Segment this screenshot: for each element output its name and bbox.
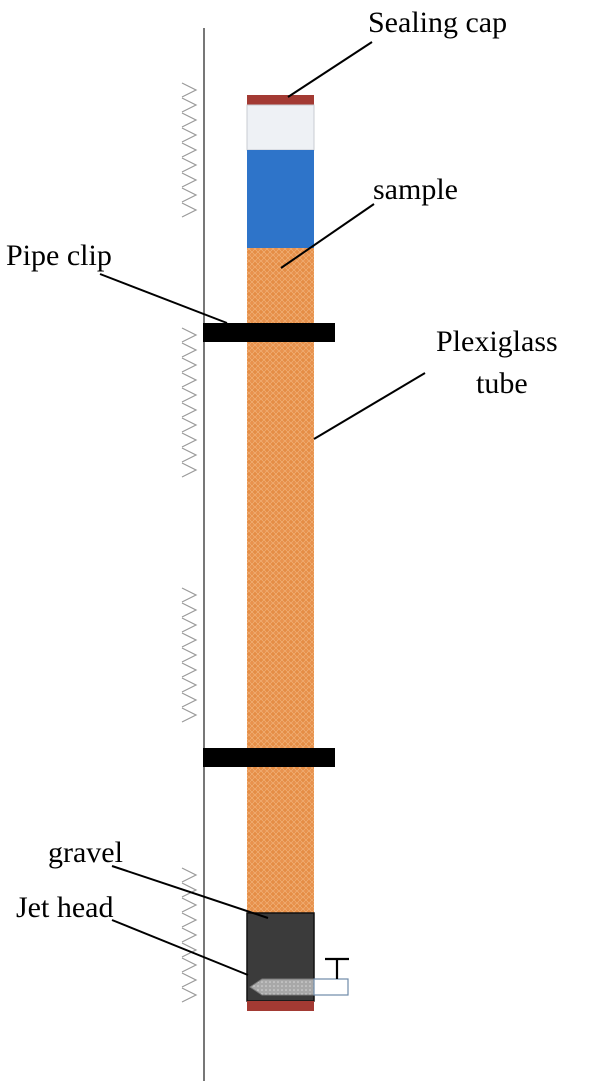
sealing-cap-label: Sealing cap [368,6,507,39]
leader-lines [99,41,426,976]
hatch-mark [181,942,198,958]
valve-icon [325,957,349,979]
hatch-mark [181,342,198,358]
hatch-mark [181,882,198,898]
hatch-mark [181,707,198,723]
hatch-mark [181,82,198,98]
hatch-mark [181,387,198,403]
sample-label: sample [373,173,458,206]
jet-pipe [313,978,349,996]
hatch-mark [181,617,198,633]
hatch-mark [181,447,198,463]
hatch-mark [181,587,198,603]
hatch-mark [181,327,198,343]
plexiglass-label-line2: tube [476,367,528,400]
hatch-mark [181,372,198,388]
hatch-mark [181,602,198,618]
hatch-mark [181,112,198,128]
hatch-mark [181,402,198,418]
water-layer [247,150,314,248]
sealing-cap-top [247,95,314,105]
hatch-mark [181,927,198,943]
sample-leader [280,203,375,269]
sealing-cap-leader [287,41,373,98]
hatch-mark [181,957,198,973]
hatch-mark [181,692,198,708]
plexiglass-label-line1: Plexiglass [436,325,558,358]
hatch-mark [181,202,198,218]
hatch-mark [181,632,198,648]
wall [181,28,205,1081]
sample-layer [247,248,314,913]
plexiglass-tube [246,95,315,1011]
hatch-mark [181,157,198,173]
pipe-clip-leader [99,273,228,324]
hatch-mark [181,462,198,478]
hatch-mark [181,417,198,433]
jet-head-leader [111,919,249,976]
hatch-mark [181,97,198,113]
hatch-mark [181,897,198,913]
hatch-mark [181,432,198,448]
gravel-leader [111,865,269,919]
hatch-mark [181,662,198,678]
hatch-mark [181,127,198,143]
jet-head-nozzle [249,978,315,996]
hatch-mark [181,677,198,693]
hatch-mark [181,172,198,188]
hatch-mark [181,912,198,928]
pipe-clip-lower [203,748,335,767]
jet-head-label: Jet head [16,891,113,924]
jet-head [249,957,349,996]
hatch-icon [181,82,198,1003]
pipe-clip-upper [203,323,335,342]
hatch-mark [181,867,198,883]
hatch-mark [181,142,198,158]
hatch-mark [181,647,198,663]
empty-space [246,104,315,151]
hatch-mark [181,187,198,203]
hatch-mark [181,357,198,373]
plexiglass-leader [313,372,426,440]
sealing-cap-bottom [247,1001,314,1011]
gravel-label: gravel [48,836,123,869]
hatch-mark [181,987,198,1003]
pipe-clip-label: Pipe clip [6,239,112,272]
hatch-mark [181,972,198,988]
